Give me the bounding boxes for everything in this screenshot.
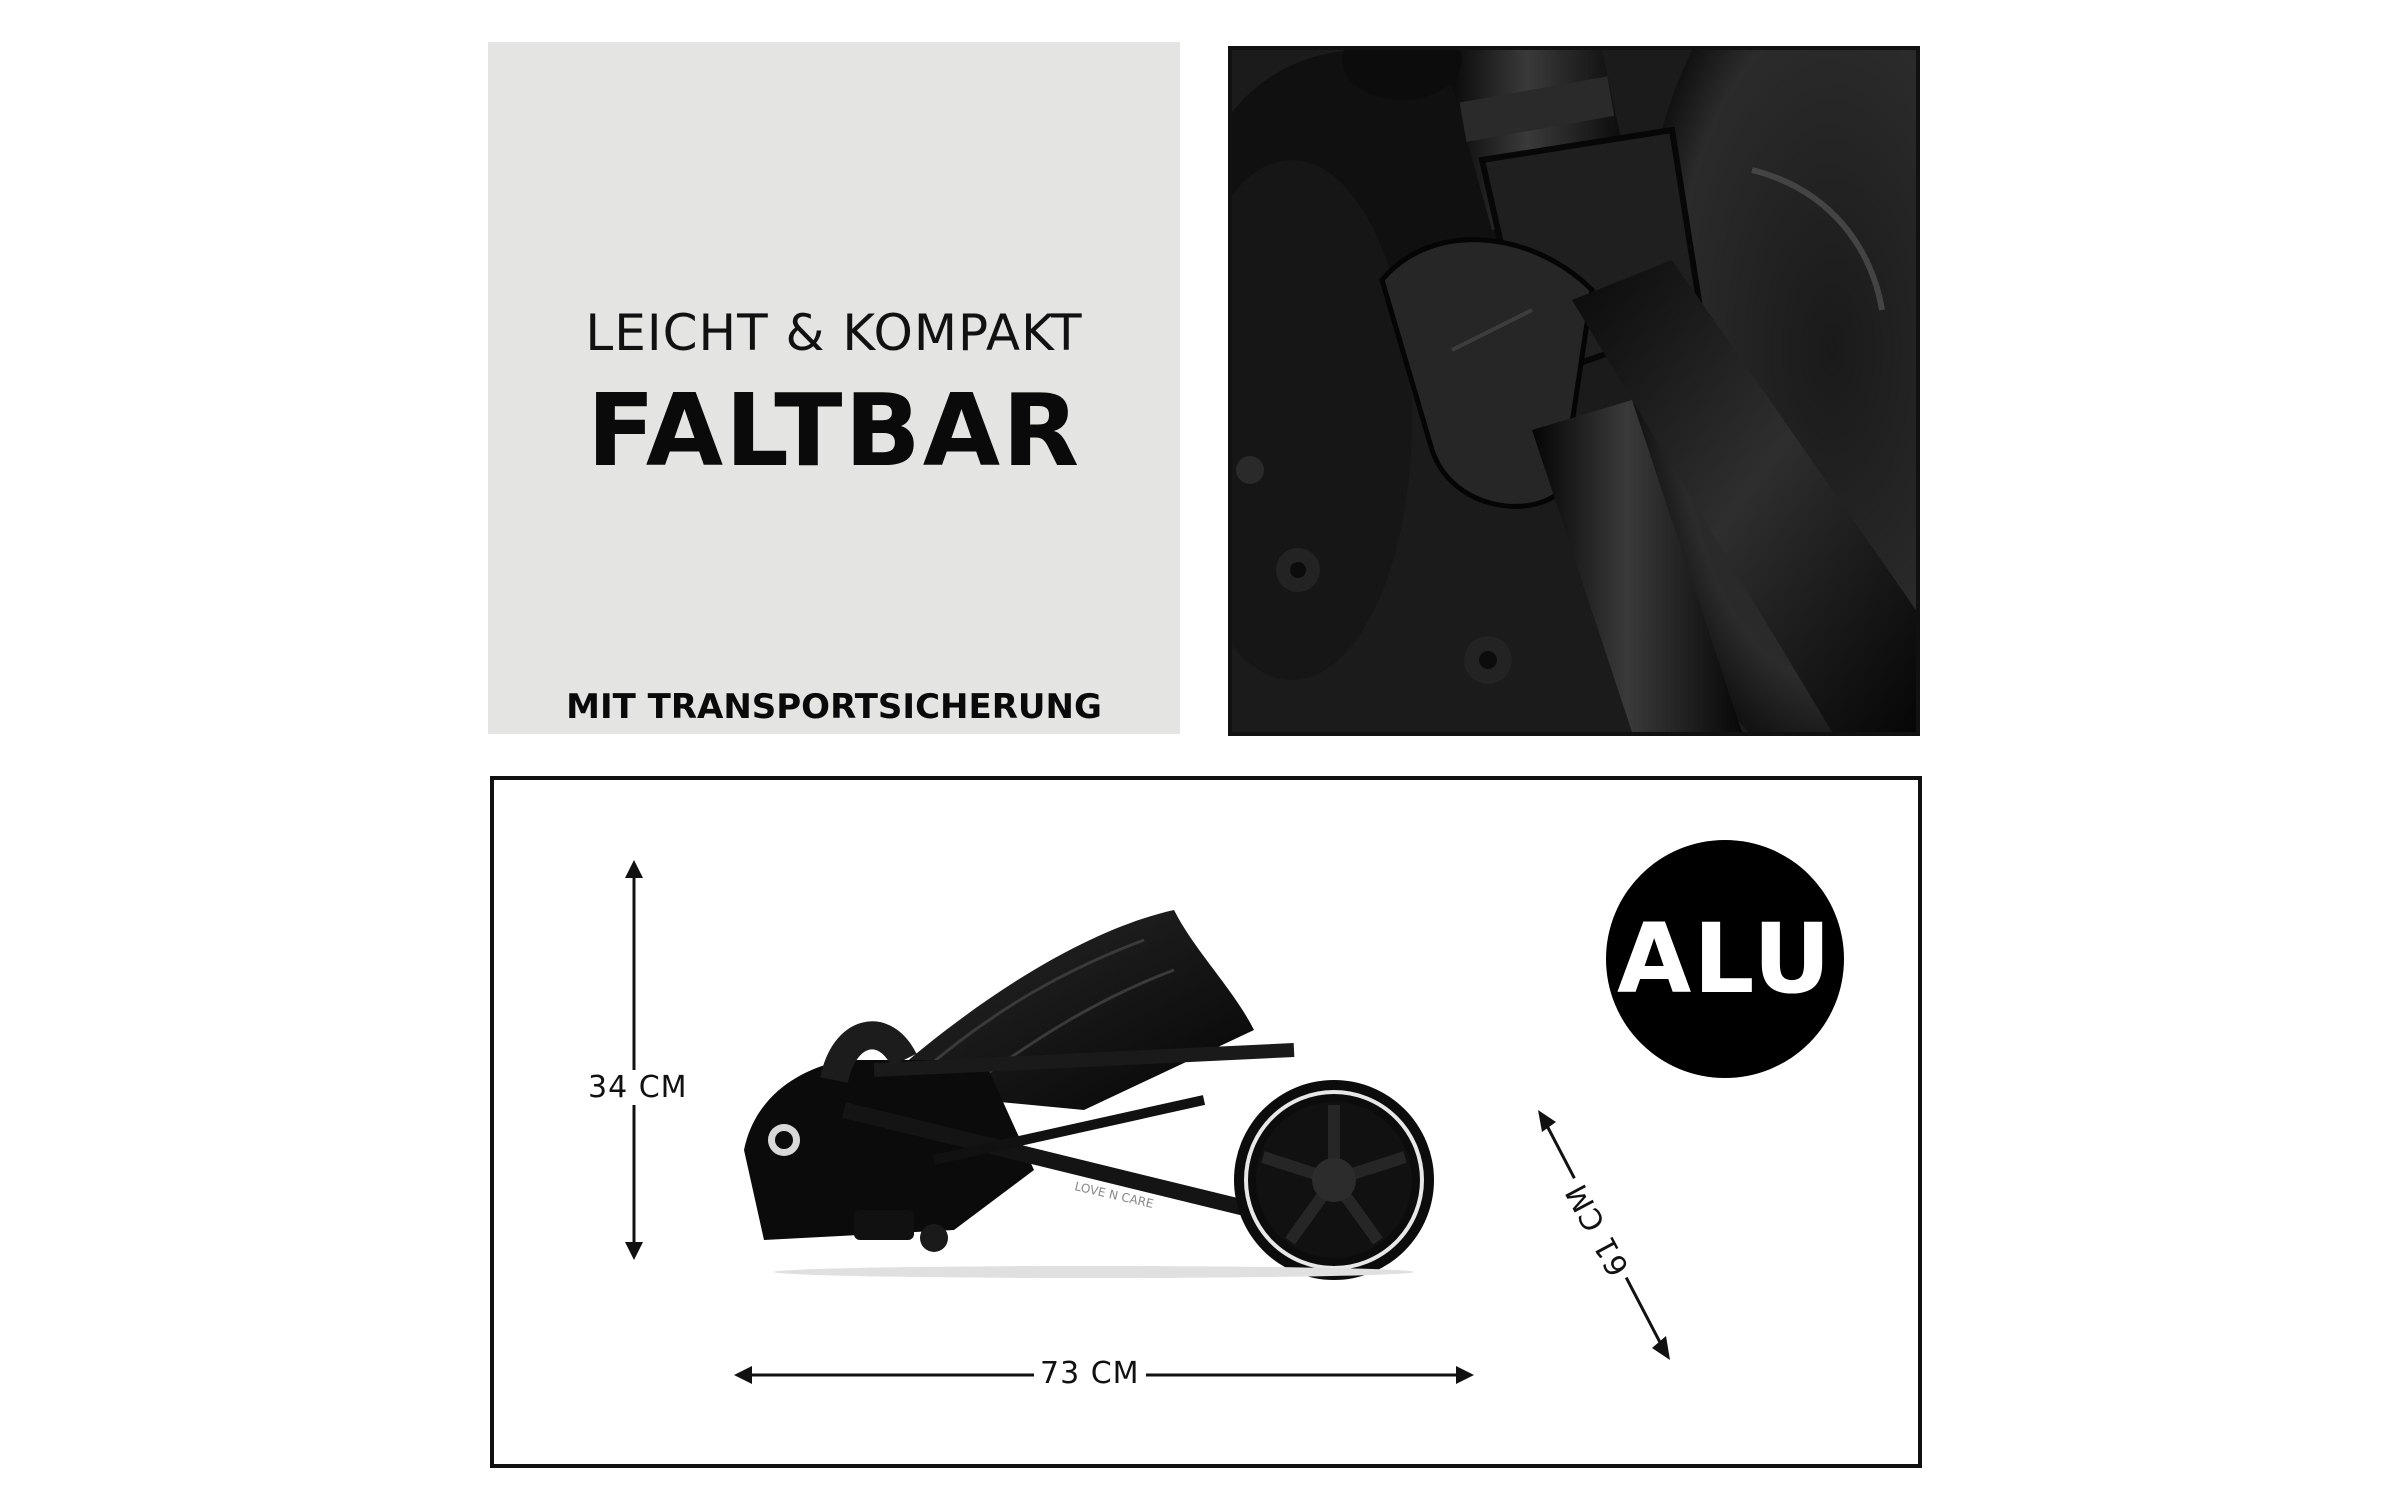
fold-mechanism-illustration [1232, 50, 1916, 732]
folded-stroller-illustration: LOVE N CARE [744, 910, 1434, 1280]
seat-body [744, 1060, 1034, 1240]
fold-mechanism-photo [1228, 46, 1920, 736]
height-arrow [625, 860, 643, 1260]
feature-subtitle: LEICHT & KOMPAKT [585, 304, 1083, 362]
aluminium-badge: ALU [1606, 840, 1844, 1078]
feature-note: MIT TRANSPORTSICHERUNG [566, 687, 1102, 727]
feature-text-panel: LEICHT & KOMPAKT FALTBAR MIT TRANSPORTSI… [488, 42, 1180, 734]
folded-dimensions-panel: 34 CM 73 CM 61 CM ALU [490, 776, 1922, 1468]
feature-title: FALTBAR [586, 372, 1082, 489]
height-dimension-label: 34 CM [582, 1070, 694, 1105]
length-dimension-label: 73 CM [1034, 1356, 1146, 1391]
screw-icon [1236, 456, 1264, 484]
